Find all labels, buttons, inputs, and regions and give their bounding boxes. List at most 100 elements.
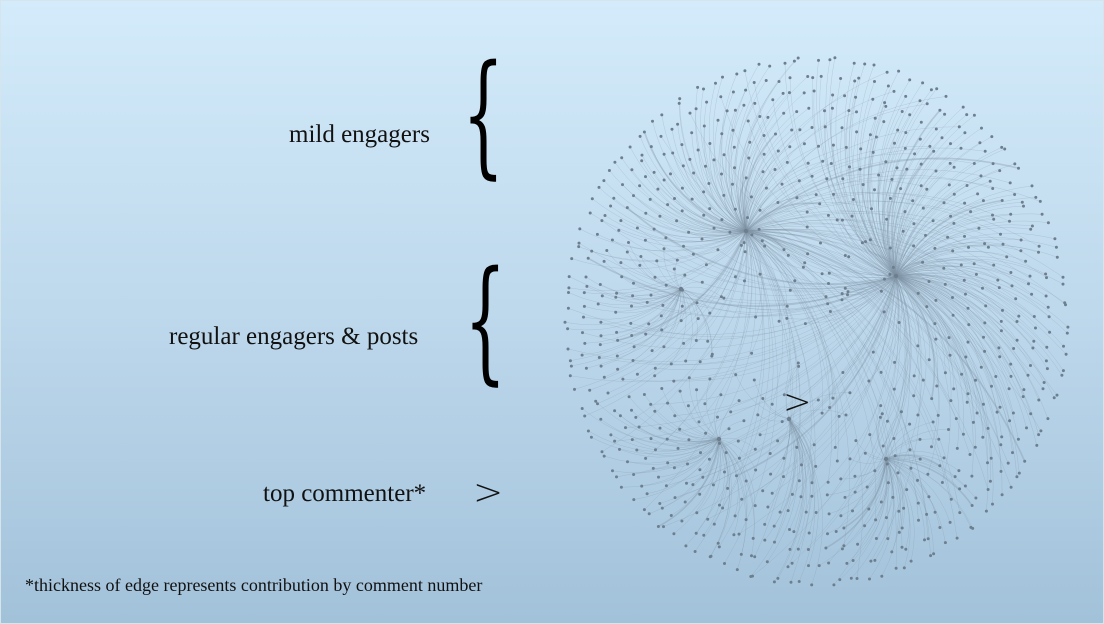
network-edge xyxy=(724,110,747,232)
network-node xyxy=(881,444,885,448)
network-node xyxy=(896,128,900,132)
network-node xyxy=(997,286,1001,290)
network-edge xyxy=(745,225,1019,317)
network-node xyxy=(1032,315,1036,318)
network-node xyxy=(756,413,760,417)
network-edge xyxy=(895,218,994,277)
network-edge xyxy=(895,166,955,277)
network-node xyxy=(933,246,937,250)
network-node xyxy=(766,115,770,119)
network-edge xyxy=(680,288,713,357)
network-node xyxy=(580,407,584,410)
network-edge xyxy=(895,170,1000,277)
network-node xyxy=(900,545,904,549)
network-edge xyxy=(695,230,764,534)
network-node xyxy=(999,443,1003,447)
network-node xyxy=(795,110,799,114)
network-node xyxy=(872,63,876,67)
network-node xyxy=(687,230,691,234)
network-edge xyxy=(744,70,897,277)
network-edge xyxy=(840,458,887,516)
network-edge xyxy=(894,275,910,390)
network-node xyxy=(986,245,990,249)
network-node xyxy=(1009,374,1013,378)
network-edge xyxy=(745,169,776,232)
network-edge xyxy=(895,275,985,352)
network-edge xyxy=(718,438,756,506)
network-edge xyxy=(735,374,790,420)
network-node xyxy=(925,512,929,516)
network-edge xyxy=(741,135,765,232)
network-edge xyxy=(621,276,682,292)
network-edge xyxy=(858,169,897,277)
network-edge xyxy=(745,201,872,232)
network-node xyxy=(718,441,721,445)
network-node xyxy=(599,334,603,338)
network-node xyxy=(888,196,892,200)
network-edge xyxy=(695,87,747,232)
network-node xyxy=(846,293,849,297)
network-edge xyxy=(745,192,913,232)
network-edge xyxy=(745,202,820,232)
network-node xyxy=(629,321,633,325)
network-node xyxy=(804,510,808,514)
network-edge xyxy=(836,219,897,277)
network-node xyxy=(880,574,884,578)
network-node xyxy=(691,252,695,256)
network-node xyxy=(577,245,581,249)
network-edge xyxy=(842,275,897,373)
network-node xyxy=(642,393,646,396)
network-node xyxy=(888,246,892,250)
network-edge xyxy=(885,458,901,552)
network-edge xyxy=(895,275,969,309)
network-edge xyxy=(656,260,682,290)
network-node xyxy=(772,580,776,584)
network-node xyxy=(848,457,852,461)
network-node xyxy=(757,227,761,231)
network-node xyxy=(773,540,776,544)
network-node xyxy=(810,126,814,129)
network-edge xyxy=(600,275,897,318)
network-edge xyxy=(745,230,889,539)
network-edge xyxy=(745,230,936,325)
network-node xyxy=(926,472,930,476)
network-node xyxy=(877,173,881,177)
network-node xyxy=(802,142,806,146)
network-node xyxy=(653,275,657,279)
network-node xyxy=(999,329,1003,333)
network-edge xyxy=(745,146,790,232)
network-node xyxy=(735,474,738,478)
network-edge xyxy=(744,171,764,232)
network-edge xyxy=(651,146,747,232)
network-edge xyxy=(895,275,960,449)
network-node xyxy=(615,354,619,358)
network-edge xyxy=(745,230,839,462)
engagement-network-graph xyxy=(563,56,1070,587)
network-node xyxy=(760,239,764,243)
network-edge xyxy=(745,200,1001,235)
network-node xyxy=(867,507,871,511)
network-node xyxy=(615,475,618,479)
network-edge xyxy=(788,418,801,495)
network-node xyxy=(719,393,723,397)
network-node xyxy=(742,241,746,245)
network-node xyxy=(927,495,931,499)
network-edge xyxy=(883,82,923,277)
network-edge xyxy=(828,215,897,277)
network-node xyxy=(642,508,646,512)
network-edge xyxy=(762,398,790,420)
network-node xyxy=(718,503,721,507)
network-edge xyxy=(636,438,720,456)
network-node xyxy=(708,377,712,381)
network-node xyxy=(860,241,864,245)
network-node xyxy=(999,232,1002,236)
network-edge xyxy=(885,458,927,515)
network-node xyxy=(912,222,916,226)
network-edge xyxy=(821,273,897,285)
network-node xyxy=(816,398,820,402)
network-edge xyxy=(895,275,974,423)
network-edge xyxy=(639,265,682,290)
network-edge xyxy=(788,418,816,534)
network-node xyxy=(824,295,828,299)
network-node xyxy=(719,295,723,299)
